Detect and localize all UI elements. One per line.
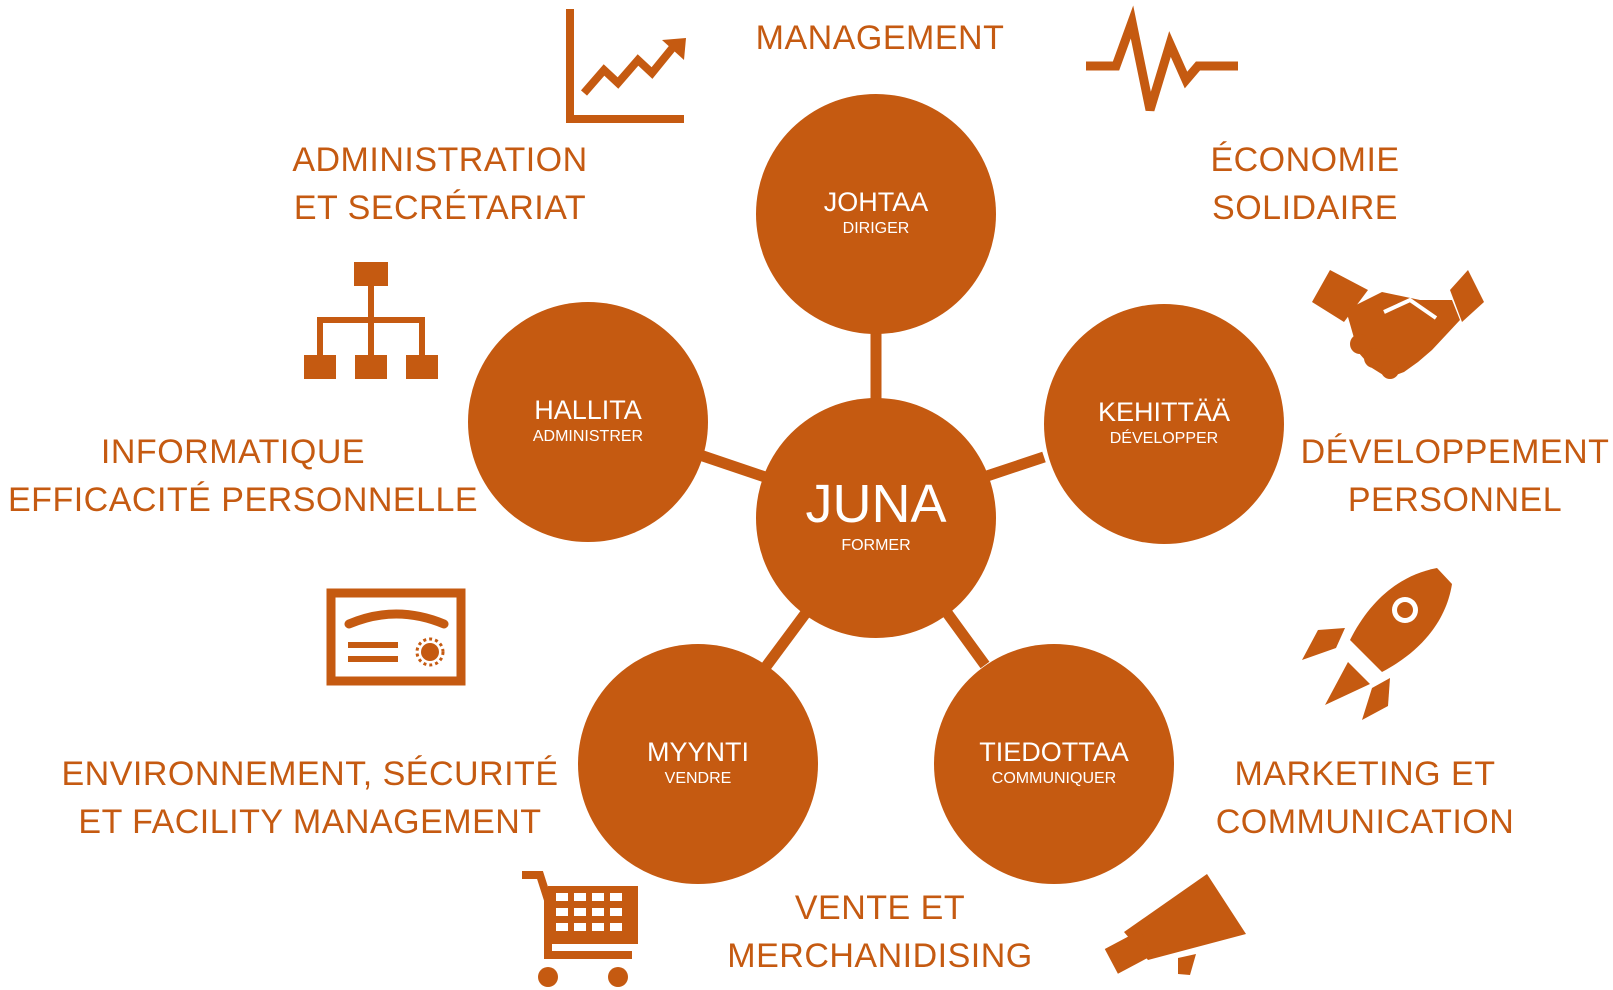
center-node-juna: JUNA FORMER (756, 398, 996, 638)
label-informatique-line2: EFFICACITÉ PERSONNELLE (8, 481, 479, 519)
label-marketing: MARKETING ET COMMUNICATION (1200, 750, 1530, 846)
label-economie-line2: SOLIDAIRE (1212, 189, 1398, 227)
connector-bottom-right (940, 606, 990, 669)
chart-icon (566, 9, 686, 123)
label-developpement: DÉVELOPPEMENT PERSONNEL (1300, 428, 1610, 524)
org-chart-icon (304, 262, 438, 379)
rocket-icon (1302, 568, 1452, 720)
label-economie: ÉCONOMIE SOLIDAIRE (1150, 136, 1460, 232)
cart-icon (522, 871, 638, 987)
label-informatique-line1: INFORMATIQUE (100, 433, 366, 471)
label-management: MANAGEMENT (700, 14, 1060, 62)
connector-bottom-left (760, 606, 813, 672)
node-myynti-subtitle: VENDRE (664, 770, 732, 787)
node-tiedottaa: TIEDOTTAA COMMUNIQUER (934, 644, 1174, 884)
node-hallita: HALLITA ADMINISTRER (468, 302, 708, 542)
label-administration-line1: ADMINISTRATION (292, 141, 588, 179)
label-vente-line1: VENTE ET (794, 889, 966, 927)
label-administration: ADMINISTRATION ET SECRÉTARIAT (270, 136, 610, 232)
certificate-icon (326, 588, 466, 686)
label-environnement-line2: ET FACILITY MANAGEMENT (78, 803, 542, 841)
label-economie-line1: ÉCONOMIE (1210, 141, 1400, 179)
node-hallita-subtitle: ADMINISTRER (532, 428, 644, 445)
label-administration-line2: ET SECRÉTARIAT (293, 189, 587, 227)
label-informatique: INFORMATIQUE EFFICACITÉ PERSONNELLE (8, 428, 479, 524)
megaphone-icon (1104, 874, 1246, 975)
node-kehittaa: KEHITTÄÄ DÉVELOPPER (1044, 304, 1284, 544)
connector-left (698, 449, 767, 483)
label-developpement-line2: PERSONNEL (1347, 481, 1563, 519)
label-marketing-line2: COMMUNICATION (1215, 803, 1515, 841)
connectors (698, 330, 1046, 672)
node-johtaa: JOHTAA DIRIGER (756, 94, 996, 334)
connector-right (982, 451, 1046, 483)
label-management-line1: MANAGEMENT (755, 19, 1005, 57)
label-vente: VENTE ET MERCHANIDISING (710, 884, 1050, 980)
node-tiedottaa-title: TIEDOTTAA (979, 737, 1129, 767)
center-node-title: JUNA (805, 474, 947, 534)
label-environnement-line1: ENVIRONNEMENT, SÉCURITÉ (61, 755, 559, 793)
node-tiedottaa-subtitle: COMMUNIQUER (991, 770, 1117, 787)
label-developpement-line1: DÉVELOPPEMENT (1300, 433, 1610, 471)
node-johtaa-subtitle: DIRIGER (842, 220, 910, 237)
node-myynti: MYYNTI VENDRE (578, 644, 818, 884)
label-environnement: ENVIRONNEMENT, SÉCURITÉ ET FACILITY MANA… (40, 750, 580, 846)
node-kehittaa-subtitle: DÉVELOPPER (1109, 430, 1219, 447)
label-vente-line2: MERCHANIDISING (727, 937, 1033, 975)
node-hallita-title: HALLITA (534, 395, 642, 425)
node-myynti-title: MYYNTI (646, 737, 749, 767)
node-kehittaa-title: KEHITTÄÄ (1097, 397, 1231, 427)
handshake-icon (1312, 270, 1484, 379)
node-johtaa-title: JOHTAA (823, 187, 929, 217)
label-marketing-line1: MARKETING ET (1234, 755, 1496, 793)
pulse-icon (1086, 5, 1238, 112)
center-node-subtitle: FORMER (841, 537, 911, 554)
